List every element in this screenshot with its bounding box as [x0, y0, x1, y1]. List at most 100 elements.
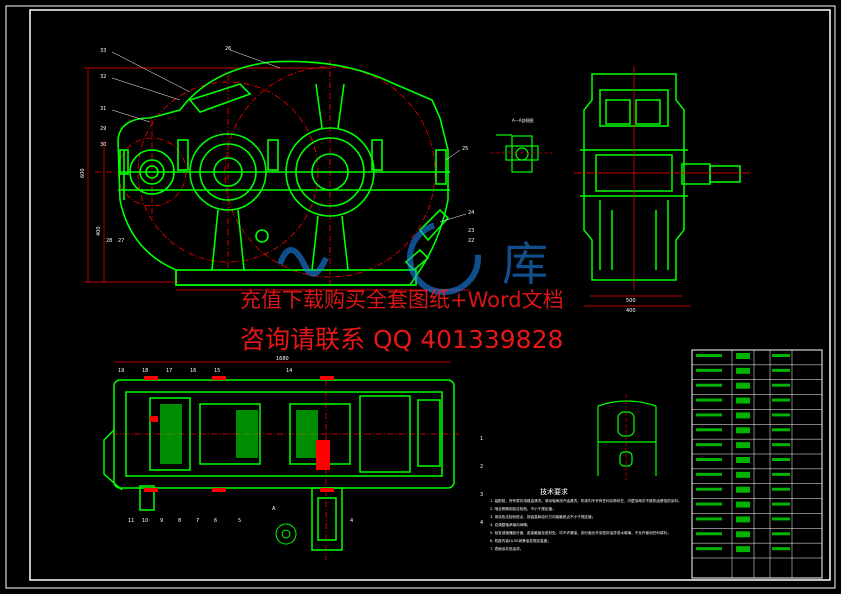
bom-cell-text [736, 501, 750, 508]
front-view: 600 400 [80, 46, 474, 291]
plan-label-r2: 2 [480, 464, 483, 470]
bom-cell-text [736, 546, 750, 553]
plan-label-b7: 5 [238, 518, 241, 524]
view-label-a: A [272, 506, 276, 512]
label-22: 22 [468, 238, 474, 244]
bom-cell-text [736, 353, 750, 359]
bom-cell-text [772, 443, 790, 447]
label-33: 33 [100, 48, 106, 54]
plan-label-b1: 11 [128, 518, 134, 524]
bom-cell-text [772, 472, 790, 476]
watermark-line-1: 充值下载购买全套图纸+Word文档 [240, 288, 564, 312]
plan-view: 1680 [103, 356, 483, 560]
drawing-frame [5, 5, 836, 589]
bom-cell-text [696, 443, 722, 447]
bom-cell-text [772, 368, 790, 372]
bom-cell-text [736, 457, 750, 463]
plan-label-r1: 1 [480, 436, 483, 442]
bom-cell-text [696, 502, 722, 506]
bom-cell-text [772, 547, 790, 551]
bom-cell-text [696, 413, 722, 417]
bom-cell-text [696, 458, 722, 461]
bom-cell-text [772, 502, 790, 506]
bom-cell-text [772, 487, 790, 491]
plan-label-r4: 4 [480, 520, 483, 526]
bom-cell-text [696, 368, 722, 372]
bom-cell-text [736, 427, 750, 434]
bom-cell-text [696, 532, 722, 536]
label-30: 30 [100, 142, 106, 148]
bom-cell-text [736, 412, 750, 419]
dim-height: 600 [80, 168, 86, 178]
label-26: 26 [225, 46, 231, 52]
bom-cell-text [696, 487, 722, 491]
plan-label-14: 14 [286, 368, 292, 374]
watermark-logo: 库 [277, 221, 548, 295]
plan-label-b4: 8 [178, 518, 181, 524]
bom-cell-text [772, 458, 790, 461]
tech-note-2: 2. 啮合侧隙用铅丝检验，不小于规定值； [490, 506, 556, 511]
bom-cell-text [736, 471, 750, 478]
label-28: 28 [106, 238, 112, 244]
plan-label-16: 16 [190, 368, 196, 374]
bom-cell-text [772, 517, 790, 521]
label-31: 31 [100, 106, 106, 112]
plan-label-b3: 9 [160, 518, 163, 524]
bom-cell-text [772, 354, 790, 357]
tech-title: 技术要求 [540, 487, 568, 496]
bom-cell-text [696, 428, 722, 432]
bom-cell-text [736, 397, 750, 404]
bom-cell-text [696, 547, 722, 551]
label-32: 32 [100, 74, 106, 80]
dim-overall: 1680 [276, 356, 289, 362]
title-block [691, 349, 823, 579]
section-label: A—A剖视图 [512, 117, 533, 123]
bom-cell-text [696, 398, 722, 402]
bom-cell-text [736, 442, 750, 449]
side-view: 500 400 [574, 66, 750, 314]
label-24: 24 [468, 210, 474, 216]
section-detail-aa: A—A剖视图 [490, 117, 552, 173]
plan-label-17: 17 [166, 368, 172, 374]
plan-label-b8: 4 [350, 518, 353, 524]
bom-cell-text [772, 532, 790, 536]
tech-note-6: 6. 机座内装HJ-50润滑油至规定高度； [490, 538, 551, 543]
bom-cell-text [736, 516, 750, 523]
label-29: 29 [100, 126, 106, 132]
bom-cell-text [772, 383, 790, 387]
bom-cell-text [696, 354, 722, 357]
bom-cell-text [696, 517, 722, 521]
tech-note-4: 4. 应调整轴承轴向间隙； [490, 522, 531, 527]
plan-label-18: 18 [142, 368, 148, 374]
bom-cell-text [772, 413, 790, 417]
plan-label-b5: 7 [196, 518, 199, 524]
watermark-line-2: 咨询请联系 QQ 401339828 [240, 325, 564, 354]
watermark-logo-char: 库 [502, 237, 548, 291]
tech-requirements: 技术要求 1. 装配前，所有零件用煤油清洗，滚动轴承用汽油清洗，机体内不许有任何… [490, 487, 681, 551]
dim-left-height: 400 [96, 226, 102, 236]
front-dim-labels: 600 400 [80, 168, 102, 236]
plan-label-15: 15 [214, 368, 220, 374]
plan-label-b2: 10 [142, 518, 148, 524]
bom-cell-text [772, 398, 790, 402]
dim-side-2: 400 [626, 308, 636, 314]
label-25: 25 [462, 146, 468, 152]
plan-label-b6: 6 [214, 518, 217, 524]
plan-label-19: 19 [118, 368, 124, 374]
dim-side-1: 500 [626, 298, 636, 304]
bom-cell-text [772, 428, 790, 432]
tech-note-3: 3. 用涂色法检验斑点，按齿高和齿长方向接触斑点不小于规定值； [490, 514, 595, 519]
bom-cell-text [736, 486, 750, 493]
tech-note-1: 1. 装配前，所有零件用煤油清洗，滚动轴承用汽油清洗，机体内不许有任何杂物存在，… [490, 498, 681, 503]
bom-cell-text [696, 383, 722, 387]
bom-cell-text [736, 531, 750, 538]
detail-view [597, 394, 657, 480]
bom-cell-text [736, 382, 750, 389]
tech-note-5: 5. 检查减速器剖分面、各接触面及密封处，均不许漏油，剖分面允许涂密封油漆或水玻… [490, 530, 671, 535]
tech-note-7: 7. 表面涂灰色油漆。 [490, 546, 523, 551]
plan-label-r3: 3 [480, 492, 483, 498]
label-23: 23 [468, 228, 474, 234]
bom-cell-text [696, 472, 722, 476]
bom-cell-text [736, 367, 750, 374]
